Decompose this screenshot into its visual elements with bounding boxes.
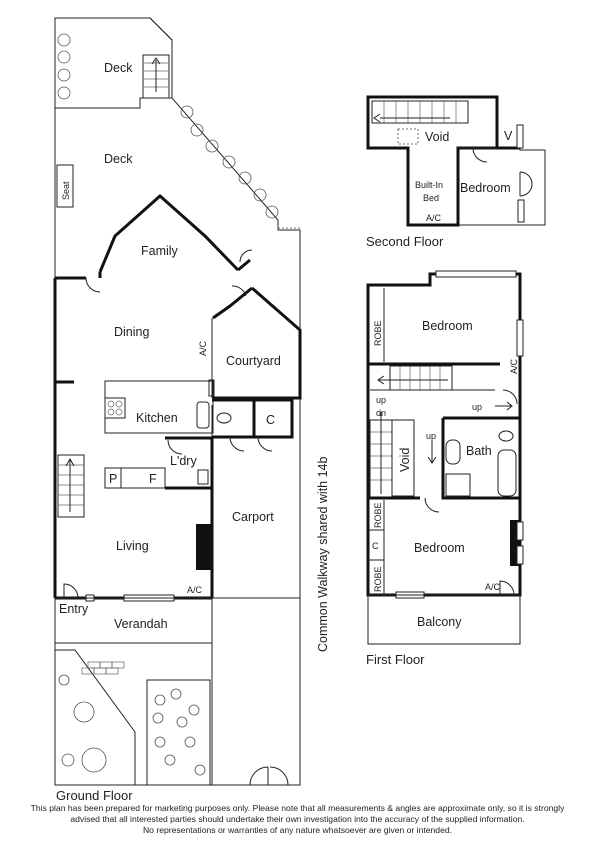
disclaimer: This plan has been prepared for marketin…: [0, 803, 595, 836]
room-label-bedroom-bottom: Bedroom: [414, 541, 465, 555]
robe-label-mid: ROBE: [373, 502, 383, 528]
wc-door: [229, 436, 245, 452]
room-label-deck-upper: Deck: [104, 61, 133, 75]
room-label-courtyard: Courtyard: [226, 354, 281, 368]
basin: [445, 439, 461, 465]
room-label-bath: Bath: [466, 444, 492, 458]
disclaimer-line: advised that all interested parties shou…: [70, 814, 525, 824]
first-stairs-up: [377, 365, 453, 391]
room-label-balcony: Balcony: [417, 615, 462, 629]
room-label-first-void: Void: [398, 448, 412, 472]
first-stairs-down: [369, 412, 393, 499]
ground-floor: Deck Deck Seat Family Dining A/C Courtya…: [53, 17, 330, 803]
room-label-deck: Deck: [104, 152, 133, 166]
second-floor: Void V Built-In Bed Bedroom A/C Second F…: [366, 95, 546, 249]
ac-label-first-bottom: A/C: [485, 582, 501, 592]
wc-block-wall: [212, 398, 294, 439]
cupboard-label-first: C: [372, 541, 379, 551]
living-stairs: [57, 454, 85, 518]
family-bay-wall: [98, 193, 240, 273]
shower: [445, 473, 471, 497]
room-label-dining: Dining: [114, 325, 149, 339]
deck-steps: [142, 54, 170, 99]
ac-label-dining: A/C: [198, 340, 208, 356]
seat: [56, 164, 74, 208]
floor-title-ground: Ground Floor: [56, 788, 133, 803]
room-label-laundry: L'dry: [170, 454, 197, 468]
laundry-door: [167, 439, 183, 455]
room-label-bedroom-top: Bedroom: [422, 319, 473, 333]
shrub-icons: [57, 33, 279, 776]
fridge-label: F: [149, 472, 157, 486]
bath-door: [424, 497, 440, 513]
robe-label-bottom: ROBE: [373, 566, 383, 592]
window: [208, 379, 215, 397]
bath-wall: [441, 416, 520, 500]
wardrobe-doors: [519, 171, 533, 197]
walkway-label: Common Walkway shared with 14b: [316, 457, 330, 652]
room-label-void: Void: [425, 130, 449, 144]
bathtub: [497, 449, 517, 497]
bath-toilet: [498, 430, 514, 442]
family-door-swing: [85, 277, 101, 293]
room-label-kitchen: Kitchen: [136, 411, 178, 425]
second-stairs: [371, 100, 469, 124]
stair-label-up-landing: up: [472, 402, 482, 412]
room-label-second-bedroom: Bedroom: [460, 181, 511, 195]
room-label-living: Living: [116, 539, 149, 553]
courtyard-door: [231, 285, 247, 297]
cupboard-door: [257, 436, 273, 452]
toilet: [216, 412, 232, 424]
first-floor: Bedroom ROBE A/C up dn up up Void Bath R…: [366, 270, 524, 667]
ac-label-second: A/C: [426, 213, 442, 223]
family-right-wall: [237, 258, 251, 272]
landing-door: [502, 389, 518, 405]
verandah: [54, 597, 213, 644]
room-label-v: V: [504, 129, 513, 143]
room-label-family: Family: [141, 244, 179, 258]
upper-deck-outline: [55, 17, 173, 109]
second-floor-wall: [366, 95, 499, 227]
hatch: [397, 128, 419, 145]
stair-label-up: up: [376, 395, 386, 405]
room-label-built-in: Built-In: [415, 180, 443, 190]
room-label-entry: Entry: [59, 602, 89, 616]
laundry-wall: [165, 436, 214, 490]
fireplace: [196, 524, 212, 570]
family-door: [239, 249, 253, 263]
stair-label-up-void: up: [426, 431, 436, 441]
cooktop: [104, 397, 126, 419]
paver-pattern: [81, 661, 125, 675]
dining-angled-wall: [212, 286, 253, 320]
bedroom-door: [472, 147, 488, 163]
disclaimer-line: This plan has been prepared for marketin…: [30, 803, 565, 813]
floor-title-first: First Floor: [366, 652, 425, 667]
stair-label-dn: dn: [376, 408, 386, 418]
void-area: [391, 419, 415, 497]
family-left-wall: [55, 272, 102, 280]
garden-path: [55, 649, 136, 785]
ac-label-first-top: A/C: [509, 358, 519, 374]
pantry-label: P: [109, 472, 117, 486]
room-label-carport: Carport: [232, 510, 274, 524]
room-label-cupboard: C: [266, 413, 275, 427]
courtyard-wall: [212, 286, 302, 400]
balcony: [367, 594, 521, 645]
front-gate: [249, 766, 289, 786]
floor-title-second: Second Floor: [366, 234, 444, 249]
room-label-verandah: Verandah: [114, 617, 168, 631]
robe-label-top: ROBE: [373, 320, 383, 346]
room-label-bed: Bed: [423, 193, 439, 203]
balcony-door: [499, 580, 515, 596]
ac-label-living: A/C: [187, 585, 203, 595]
seat-label: Seat: [61, 181, 71, 200]
laundry-tub: [197, 469, 209, 485]
sink: [196, 401, 210, 429]
top-window: [435, 270, 517, 278]
garden-bed: [146, 679, 211, 786]
fridge-space: [120, 467, 166, 489]
entry-door: [63, 583, 79, 599]
disclaimer-line: No representations or warranties of any …: [142, 825, 453, 835]
